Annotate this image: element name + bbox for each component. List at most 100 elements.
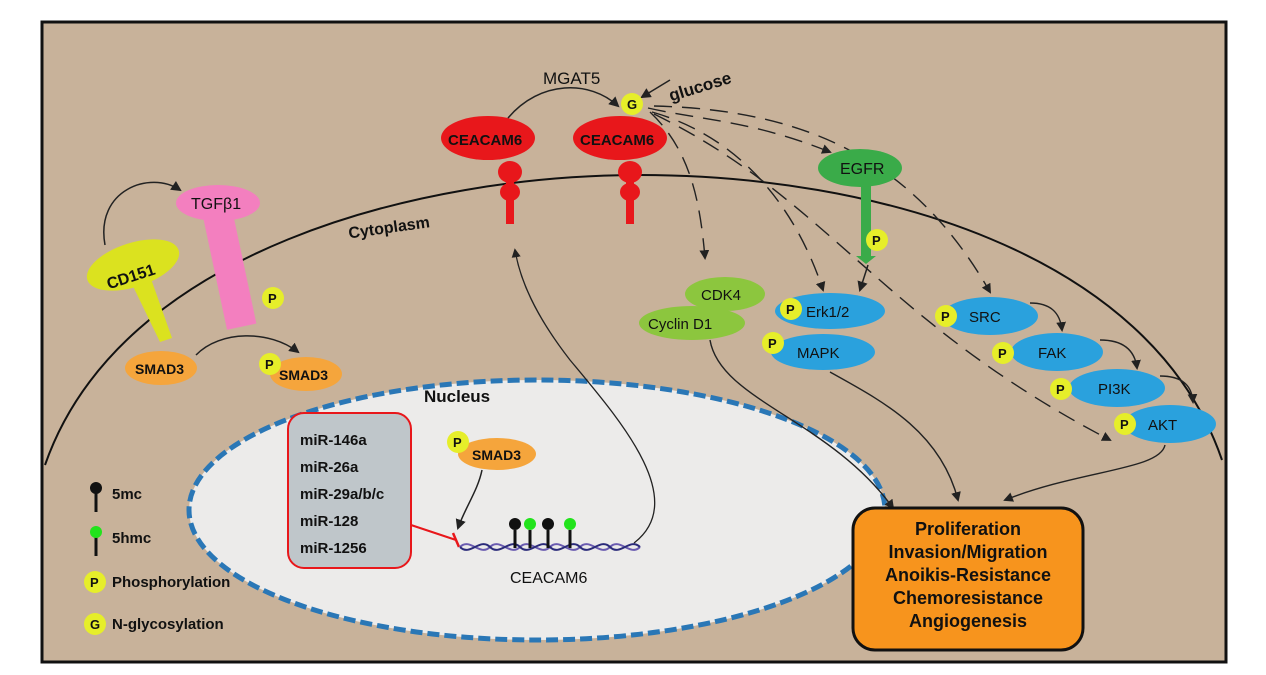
methylation-mark bbox=[542, 518, 554, 548]
src-node bbox=[942, 297, 1038, 335]
smad3-nuclear-label: SMAD3 bbox=[472, 447, 521, 463]
mirna-item: miR-146a bbox=[300, 432, 367, 449]
phospho-badge bbox=[1050, 378, 1072, 400]
cd151-protein bbox=[86, 239, 180, 342]
outcome-item: Chemoresistance bbox=[893, 588, 1043, 608]
legend-phospho-badge: P bbox=[90, 575, 99, 590]
mapk-to-outcome-arrow bbox=[829, 371, 961, 502]
pi3k-label: PI3K bbox=[1098, 381, 1131, 398]
erk-label: Erk1/2 bbox=[806, 304, 849, 321]
phospho-badge-label: P bbox=[768, 336, 777, 351]
fak-label: FAK bbox=[1038, 345, 1066, 362]
smad3-phospho bbox=[270, 357, 342, 391]
ceacam6-left-label: CEACAM6 bbox=[448, 132, 522, 149]
pi3k-node bbox=[1069, 369, 1165, 407]
phospho-badge bbox=[992, 342, 1014, 364]
ceacam6-right-label: CEACAM6 bbox=[580, 132, 654, 149]
mirna-inhibition-bar bbox=[451, 532, 461, 548]
glucose-arrow bbox=[640, 79, 671, 99]
fak-to-pi3k-arrow bbox=[1099, 339, 1141, 370]
phospho-badge-label: P bbox=[998, 346, 1007, 361]
outcome-list: ProliferationInvasion/MigrationAnoikis-R… bbox=[885, 519, 1051, 631]
src-label: SRC bbox=[969, 309, 1001, 326]
akt-node bbox=[1124, 405, 1216, 443]
erk-node bbox=[775, 293, 885, 329]
methylation-mark bbox=[509, 518, 521, 548]
glycosylation-badge-label: G bbox=[627, 97, 637, 112]
phospho-badge bbox=[447, 431, 469, 453]
cdk4-node bbox=[685, 277, 765, 311]
legend-glyco-icon bbox=[84, 613, 106, 635]
outcome-item: Proliferation bbox=[915, 519, 1021, 539]
mirna-item: miR-26a bbox=[300, 459, 359, 476]
gene-to-ceacam6-arrow bbox=[511, 248, 656, 544]
cyclin-d1-label: Cyclin D1 bbox=[648, 316, 712, 333]
outcome-item: Anoikis-Resistance bbox=[885, 565, 1051, 585]
ceacam6-right bbox=[573, 116, 667, 224]
cdk4-label: CDK4 bbox=[701, 287, 741, 304]
phospho-badge bbox=[780, 298, 802, 320]
mirna-inhibition-line bbox=[410, 524, 457, 541]
phospho-badge-label: P bbox=[265, 357, 274, 372]
smad3-nuclear bbox=[458, 438, 536, 470]
phospho-badge-label: P bbox=[453, 435, 462, 450]
tgfb1-receptor bbox=[176, 185, 260, 330]
egfr-receptor bbox=[818, 149, 902, 264]
hydroxymethylation-mark bbox=[564, 518, 576, 548]
smad3-to-gene-arrow bbox=[455, 469, 483, 530]
phospho-badge-label: P bbox=[786, 302, 795, 317]
g-to-erk-arrow bbox=[651, 111, 826, 292]
phospho-badge bbox=[935, 305, 957, 327]
legend: 5mc 5hmc P Phosphorylation G N-glycosyla… bbox=[84, 482, 230, 635]
phospho-badge bbox=[259, 353, 281, 375]
mirna-box bbox=[287, 412, 412, 569]
akt-label: AKT bbox=[1148, 417, 1177, 434]
src-to-fak-arrow bbox=[1029, 302, 1067, 332]
egfr-to-erk-arrow bbox=[857, 264, 869, 293]
fak-node bbox=[1011, 333, 1103, 371]
phospho-badge-label: P bbox=[1120, 417, 1129, 432]
legend-glyco-label: N-glycosylation bbox=[112, 616, 224, 633]
egfr-label: EGFR bbox=[840, 161, 884, 178]
ceacam6-left bbox=[441, 116, 535, 224]
legend-phospho-label: Phosphorylation bbox=[112, 574, 230, 591]
mirna-item: miR-29a/b/c bbox=[300, 486, 384, 503]
smad3-cyto-label: SMAD3 bbox=[135, 361, 184, 377]
phospho-badge bbox=[866, 229, 888, 251]
legend-glyco-badge: G bbox=[90, 617, 100, 632]
phospho-badge bbox=[262, 287, 284, 309]
pi3k-to-akt-arrow bbox=[1159, 375, 1198, 404]
legend-5hmc-icon bbox=[90, 526, 102, 556]
legend-5mc-label: 5mc bbox=[112, 486, 142, 503]
phospho-badge-label: P bbox=[941, 309, 950, 324]
smad3-cyto bbox=[125, 351, 197, 385]
mirna-list: miR-146amiR-26amiR-29a/b/cmiR-128miR-125… bbox=[300, 432, 384, 557]
legend-phospho-icon bbox=[84, 571, 106, 593]
g-to-akt-arrow bbox=[653, 113, 1112, 441]
cd151-to-tgfb1-arrow bbox=[103, 180, 182, 246]
phospho-badge-label: P bbox=[1056, 382, 1065, 397]
smad3-phosphorylation-arrow bbox=[195, 335, 300, 356]
legend-5mc-icon bbox=[90, 482, 102, 512]
nucleus-label: Nucleus bbox=[424, 387, 490, 406]
mirna-item: miR-128 bbox=[300, 513, 358, 530]
phospho-badge-label: P bbox=[268, 291, 277, 306]
legend-5hmc-label: 5hmc bbox=[112, 530, 151, 547]
outcome-box bbox=[851, 506, 1085, 652]
smad3-phospho-label: SMAD3 bbox=[279, 367, 328, 383]
hydroxymethylation-mark bbox=[524, 518, 536, 548]
ceacam6-gene-label: CEACAM6 bbox=[510, 570, 587, 587]
cyclin-d1-node bbox=[639, 306, 745, 340]
phospho-badge bbox=[1114, 413, 1136, 435]
dna-helix bbox=[459, 543, 641, 551]
outcome-item: Invasion/Migration bbox=[888, 542, 1047, 562]
tgfb1-label: TGFβ1 bbox=[191, 196, 241, 213]
outcome-item: Angiogenesis bbox=[909, 611, 1027, 631]
mgat5-arrow bbox=[507, 87, 620, 119]
phospho-badge bbox=[762, 332, 784, 354]
cyclin-to-outcome-arrow bbox=[709, 339, 895, 510]
phospho-badge-label: P bbox=[872, 233, 881, 248]
akt-to-outcome-arrow bbox=[1003, 444, 1166, 502]
mapk-node bbox=[771, 334, 875, 370]
